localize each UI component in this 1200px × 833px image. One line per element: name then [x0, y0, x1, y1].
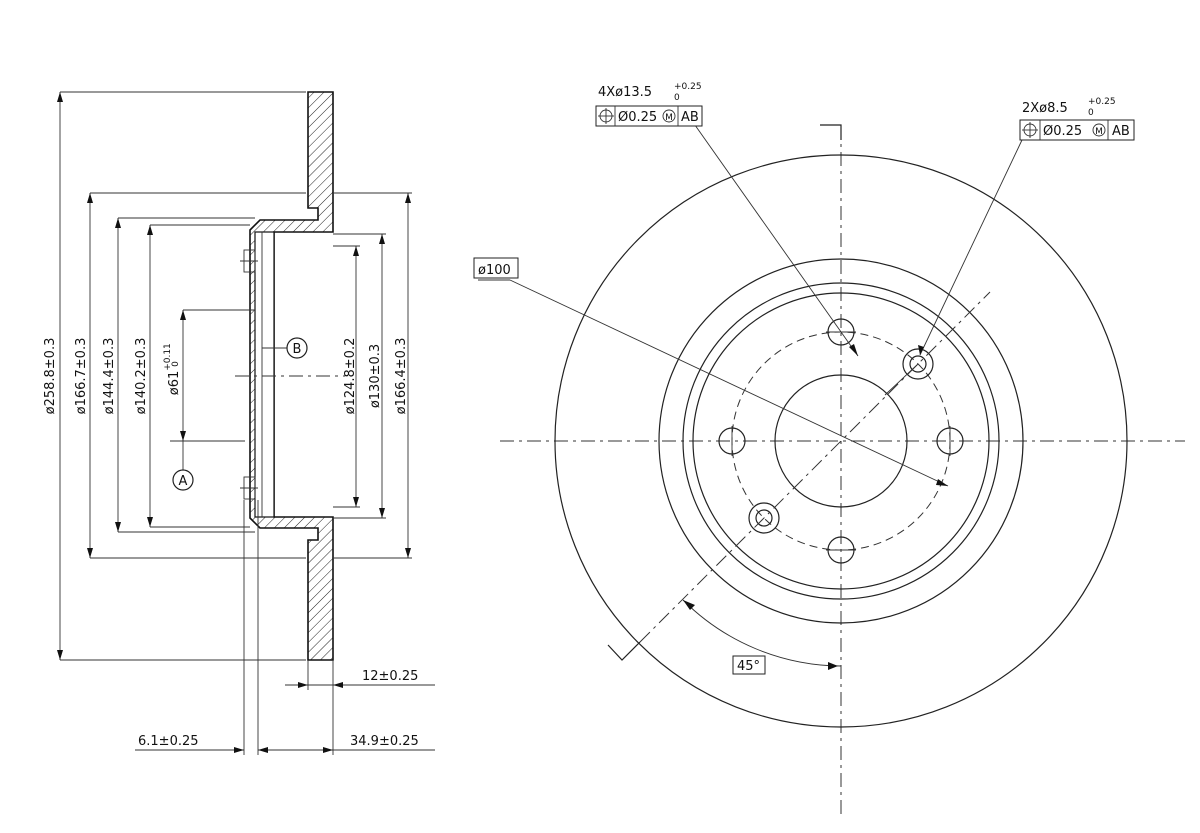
- dim-130: [333, 233, 386, 519]
- holes-2x-datums: AB: [1112, 124, 1130, 139]
- outer-disc: [554, 154, 1128, 728]
- hat-outer: [682, 282, 1000, 600]
- dim-text-258-8: ø258.8±0.3: [43, 338, 58, 415]
- hat-inner: [692, 292, 990, 590]
- dim-text-12: 12±0.25: [362, 669, 418, 684]
- dim-166-7: [87, 192, 306, 559]
- friction-ring-inner: [658, 258, 1024, 624]
- dim-text-166-4: ø166.4±0.3: [394, 338, 409, 415]
- locating-hole-upper: [902, 348, 934, 380]
- dim-text-166-7: ø166.7±0.3: [74, 338, 89, 415]
- holes-4x-datums: AB: [681, 110, 699, 125]
- datum-a-circle: [172, 469, 194, 491]
- side-view: ø258.8±0.3 ø166.7±0.3 ø144.4±0.3 ø140.2±…: [43, 91, 435, 755]
- holes-2x-fcf: Ø0.25 M AB: [1019, 119, 1135, 141]
- holes-4x-tol-upper: +0.25: [674, 82, 702, 92]
- holes-2x-tol-upper: +0.25: [1088, 97, 1116, 107]
- angle-label-box: [732, 655, 766, 675]
- datum-b-circle: [286, 337, 308, 359]
- dim-text-6-1: 6.1±0.25: [138, 734, 199, 749]
- front-view: ø100 4Xø13.5 +0.25 0 Ø0.25 M AB 2Xø8.5 +…: [473, 82, 1185, 815]
- dim-61: [170, 309, 255, 442]
- angle-label: 45°: [737, 659, 760, 674]
- pcd-label-box: [473, 257, 519, 279]
- dim-144-4: [115, 217, 255, 533]
- holes-4x-label: 4Xø13.5: [598, 85, 652, 100]
- dim-166-4: [333, 192, 412, 559]
- holes-2x-tol-value: Ø0.25: [1043, 124, 1082, 139]
- locating-hole-lower-inner: [755, 509, 773, 527]
- pcd-label: ø100: [478, 263, 511, 278]
- dim-text-140-2: ø140.2±0.3: [134, 338, 149, 415]
- dim-text-124-8: ø124.8±0.2: [343, 338, 358, 415]
- holes-4x-modifier: M: [665, 113, 673, 123]
- locating-hole-lower: [748, 502, 780, 534]
- dim-text-144-4: ø144.4±0.3: [102, 338, 117, 415]
- dim-text-61: ø61: [167, 371, 182, 396]
- datum-a-label: A: [179, 474, 188, 489]
- holes-2x-modifier: M: [1095, 127, 1103, 137]
- hub-face: [254, 231, 275, 518]
- centre-bore: [774, 374, 908, 508]
- holes-4x-fcf: Ø0.25 M AB: [595, 105, 703, 127]
- dim-258-8: [57, 91, 306, 661]
- dim-text-130: ø130±0.3: [368, 344, 383, 408]
- dim-tol-61-upper: +0.11: [163, 343, 173, 371]
- dim-140-2: [147, 224, 250, 528]
- holes-2x-tol-lower: 0: [1088, 108, 1094, 118]
- locating-hole-upper-inner: [909, 355, 927, 373]
- holes-2x-label: 2Xø8.5: [1022, 101, 1068, 116]
- datum-b-label: B: [293, 342, 302, 357]
- dim-tol-61-lower: 0: [171, 361, 181, 367]
- dim-124-8: [333, 245, 360, 508]
- holes-4x-tol-value: Ø0.25: [618, 110, 657, 125]
- holes-4x-tol-lower: 0: [674, 93, 680, 103]
- dim-text-34-9: 34.9±0.25: [350, 734, 419, 749]
